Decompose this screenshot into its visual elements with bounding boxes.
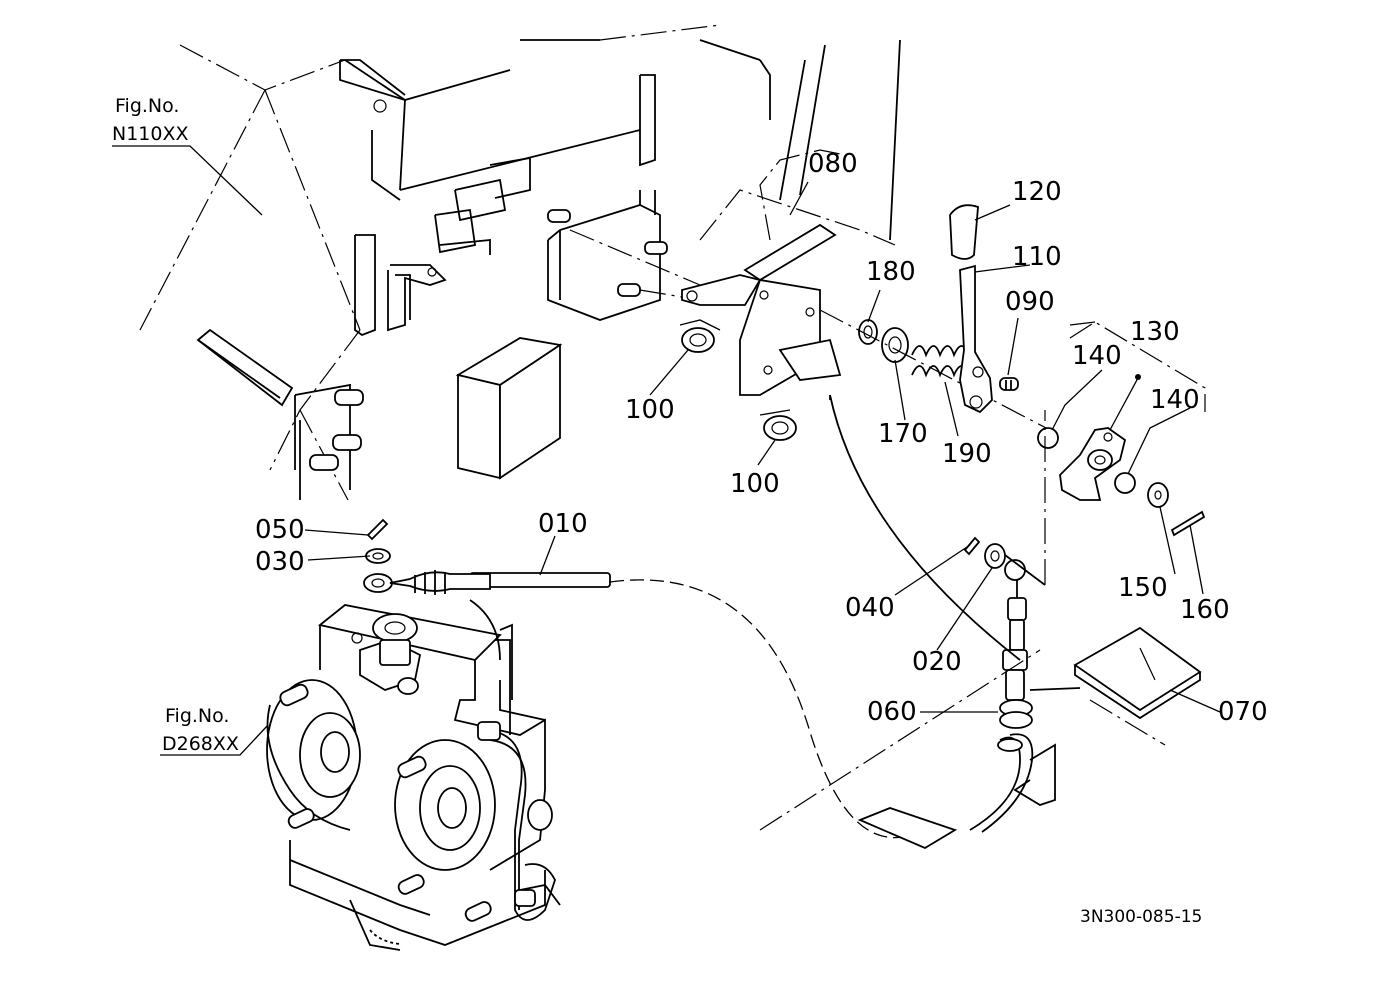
washer-020 — [984, 543, 1006, 569]
assembly-130 — [1037, 321, 1206, 501]
bushing-140 — [1114, 472, 1136, 494]
fig-ref-d268-line1: Fig.No. — [165, 705, 229, 727]
label-140-left: 140 — [1072, 341, 1122, 371]
fig-ref-d268-line2: D268XX — [162, 733, 239, 755]
box-block — [455, 337, 563, 480]
label-130: 130 — [1130, 317, 1180, 347]
pin-160 — [1170, 510, 1206, 537]
label-090: 090 — [1005, 287, 1055, 317]
nut-100-upper — [679, 319, 721, 353]
cable-end-060 — [969, 559, 1034, 833]
label-170: 170 — [878, 419, 928, 449]
pin-040 — [963, 536, 981, 556]
knob-120 — [949, 204, 979, 260]
control-bracket-080 — [681, 39, 901, 400]
label-150: 150 — [1118, 573, 1168, 603]
shift-boss — [351, 613, 422, 695]
leader-lines — [112, 145, 1221, 756]
cable-end-030 — [363, 548, 491, 595]
chassis-frame — [139, 24, 771, 501]
fig-ref-n110-line1: Fig.No. — [115, 95, 179, 117]
drawing-code: 3N300-085-15 — [1080, 907, 1202, 927]
label-180: 180 — [866, 257, 916, 287]
label-100-upper: 100 — [625, 395, 675, 425]
label-030: 030 — [255, 547, 305, 577]
lever-110 — [959, 264, 993, 414]
label-160: 160 — [1180, 595, 1230, 625]
key-tab — [196, 328, 294, 407]
left-plate-studs — [294, 383, 364, 500]
label-010: 010 — [538, 509, 588, 539]
cable-010 — [469, 572, 958, 850]
label-040: 040 — [845, 593, 895, 623]
mount-bracket — [547, 189, 896, 321]
label-050: 050 — [255, 515, 305, 545]
pad-070 — [1073, 626, 1202, 720]
label-060: 060 — [867, 697, 917, 727]
bolt-090 — [999, 377, 1019, 391]
label-020: 020 — [912, 647, 962, 677]
label-120: 120 — [1012, 177, 1062, 207]
label-100-lower: 100 — [730, 469, 780, 499]
fig-ref-n110-line2: N110XX — [112, 123, 189, 145]
washer-150 — [1147, 482, 1169, 508]
label-070: 070 — [1218, 697, 1268, 727]
nut-100-lower — [759, 409, 797, 441]
label-190: 190 — [942, 439, 992, 469]
label-080: 080 — [808, 149, 858, 179]
pin-050 — [366, 518, 389, 541]
label-140-right: 140 — [1150, 385, 1200, 415]
label-110: 110 — [1012, 242, 1062, 272]
frame-brackets — [354, 156, 531, 337]
